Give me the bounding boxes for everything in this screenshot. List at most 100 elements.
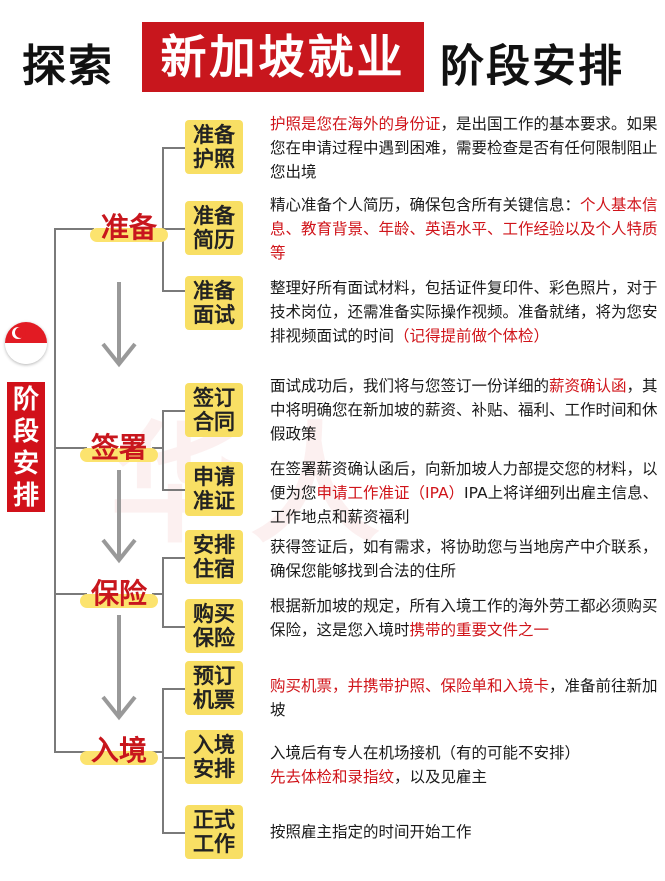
down-arrow-icon [101,615,137,721]
stage-sign: 签署 [80,430,158,466]
down-arrow-icon [101,470,137,564]
node-label: 住宿 [193,557,235,581]
desc-text: 根据新加坡的规定，所有入境工作的海外劳工都必须购买保险，这是您入境时 [270,597,658,639]
desc-text: ，准备前往新加坡 [270,677,658,719]
bracket-line [162,557,164,627]
bracket-line [162,626,185,628]
node-label: 安排 [193,757,235,781]
desc-contract: 面试成功后，我们将与您签订一份详细的薪资确认函，其中将明确您在新加坡的薪资、补贴… [270,374,660,446]
node-interview: 准备 面试 [185,276,243,330]
node-work: 正式 工作 [185,805,243,859]
desc-ticket: 购买机票，并携带护照、保险单和入境卡，准备前往新加坡 [270,674,660,722]
stage-prepare: 准备 [90,210,168,246]
desc-arrival: 入境后有专人在机场接机（有的可能不安排） 先去体检和录指纹，以及见雇主 [270,741,660,789]
title-part-1: 探索 [22,41,114,92]
bracket-line [152,751,163,753]
node-label: 简历 [193,228,235,252]
down-arrow-icon [101,282,137,368]
bracket-line [162,688,185,690]
node-contract: 签订 合同 [185,383,243,437]
bracket-line [162,410,185,412]
desc-highlight: 护照是您在海外的身份证 [270,115,441,133]
bracket-line [162,557,185,559]
desc-text: ，是出国工作的基本要求。如果您在申请过程中遇到困难，需要检查是否有任何限制阻止您… [270,115,658,181]
branch-line [54,228,94,230]
stage-entry: 入境 [80,733,158,769]
desc-text: 在签署薪资确认函后，向新加坡人力部提交您的材料，以便为您 [270,460,658,502]
node-passport: 准备 护照 [185,120,243,174]
stage-label: 入境 [90,734,147,767]
node-label: 准证 [193,489,235,513]
desc-highlight: 个人基本信息、教育背景、年龄、英语水平、工作经验以及个人特质等 [270,196,658,262]
trunk-line [54,228,56,753]
desc-interview: 整理好所有面试材料，包括证件复印件、彩色照片，对于技术岗位，还需准备实际操作视频… [270,276,660,348]
branch-line [54,751,87,753]
stage-label: 签署 [90,431,147,464]
desc-text: ，其中将明确您在新加坡的薪资、补贴、福利、工作时间和休假政策 [270,377,658,443]
desc-passport: 护照是您在海外的身份证，是出国工作的基本要求。如果您在申请过程中遇到困难，需要检… [270,112,660,184]
bracket-line [152,593,163,595]
desc-highlight: 购买机票，并携带护照、保险单和入境卡 [270,677,550,695]
node-label: 工作 [193,832,235,856]
node-label: 准备 [193,123,235,147]
node-label: 准备 [193,204,235,228]
bracket-line [152,447,163,449]
desc-highlight: 携带的重要文件之一 [409,621,550,639]
node-label: 面试 [193,303,235,327]
page-title: 探索 新加坡就业 阶段安排 [0,22,665,102]
bracket-line [162,147,185,149]
node-label: 预订 [193,664,235,688]
side-label-char: 阶 [12,385,39,415]
bracket-line [162,757,185,759]
bracket-line [162,410,164,490]
node-resume: 准备 简历 [185,201,243,255]
bracket-line [162,228,185,230]
bracket-line [162,147,164,292]
node-label: 签订 [193,386,235,410]
bracket-line [162,832,185,834]
branch-line [54,593,87,595]
desc-highlight: 先去体检和录指纹 [270,768,395,786]
title-highlight: 新加坡就业 [142,22,424,92]
desc-text: IPA上将详细列出雇主信息、工作地点和薪资福利 [270,484,659,526]
node-label: 护照 [193,147,235,171]
desc-text: 获得签证后，如有需求，将协助您与当地房产中介联系，确保您能够找到合法的住所 [270,538,658,580]
bracket-line [162,688,164,833]
desc-text: 按照雇主指定的时间开始工作 [270,823,472,841]
node-label: 入境 [193,733,235,757]
side-label: 阶 段 安 排 [7,382,45,512]
node-label: 正式 [193,808,235,832]
stage-insurance: 保险 [80,576,158,612]
desc-text: 面试成功后，我们将与您签订一份详细的 [270,377,550,395]
title-part-3: 阶段安排 [440,41,624,92]
desc-text: 入境后有专人在机场接机（有的可能不安排） [270,744,581,762]
stage-label: 准备 [100,211,157,244]
side-label-char: 安 [12,449,39,479]
branch-line [54,447,87,449]
desc-text: ，以及见雇主 [394,768,488,786]
side-label-char: 排 [12,481,39,511]
watermark: 华人 [110,409,391,561]
desc-text: 整理好所有面试材料，包括证件复印件、彩色照片，对于技术岗位，还需准备实际操作视频… [270,279,658,345]
node-label: 保险 [193,626,235,650]
desc-permit: 在签署薪资确认函后，向新加坡人力部提交您的材料，以便为您申请工作准证（IPA）I… [270,457,660,529]
singapore-flag-icon [5,322,47,364]
node-ticket: 预订 机票 [185,661,243,715]
desc-text: 精心准备个人简历，确保包含所有关键信息： [270,196,581,214]
bracket-line [162,290,185,292]
stage-label: 保险 [90,577,147,610]
node-label: 安排 [193,533,235,557]
node-label: 合同 [193,410,235,434]
node-housing: 安排 住宿 [185,530,243,584]
desc-highlight: 薪资确认函 [549,377,627,395]
desc-insurance: 根据新加坡的规定，所有入境工作的海外劳工都必须购买保险，这是您入境时携带的重要文… [270,594,660,642]
node-label: 准备 [193,279,235,303]
desc-resume: 精心准备个人简历，确保包含所有关键信息：个人基本信息、教育背景、年龄、英语水平、… [270,193,660,265]
node-label: 机票 [193,688,235,712]
desc-work: 按照雇主指定的时间开始工作 [270,820,660,844]
node-permit: 申请 准证 [185,462,243,516]
node-label: 申请 [193,465,235,489]
desc-highlight: （记得提前做个体检） [394,327,550,345]
node-arrival: 入境 安排 [185,730,243,784]
side-label-char: 段 [12,417,39,447]
